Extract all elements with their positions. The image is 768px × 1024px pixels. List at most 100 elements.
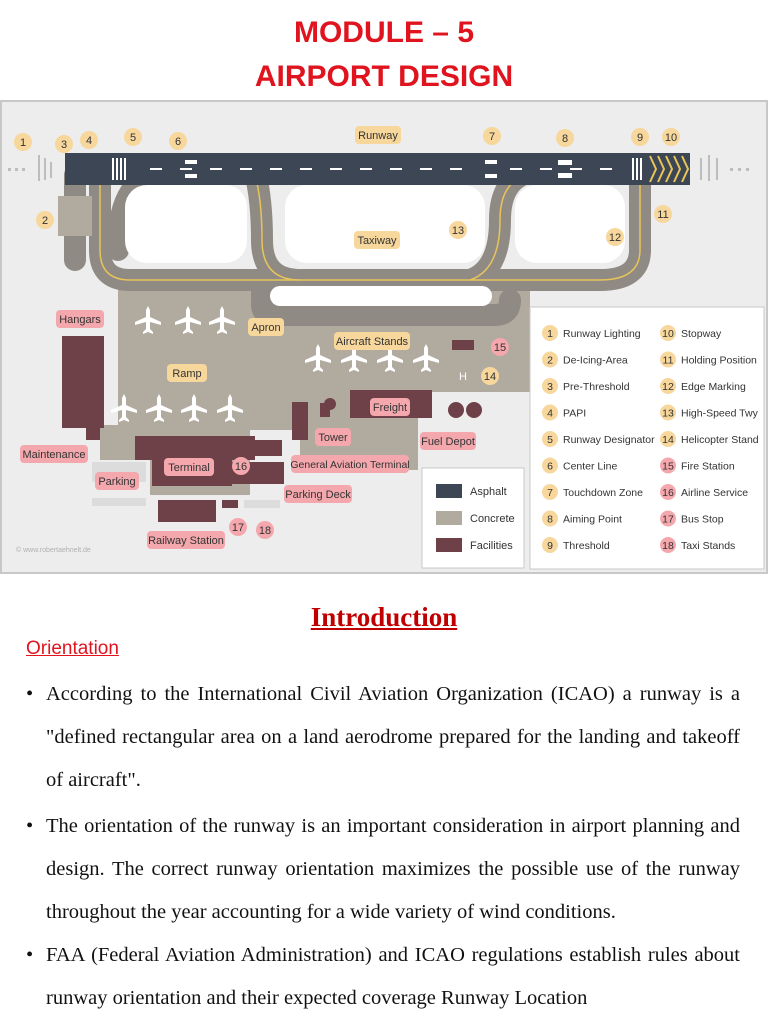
railway-station-label: Railway Station [148,535,224,547]
terminal-label: Terminal [168,462,210,474]
runway-label: Runway [358,130,398,142]
svg-text:9: 9 [637,132,643,144]
bullet-dot: • [26,944,34,966]
svg-text:8: 8 [562,133,568,145]
maintenance-label: Maintenance [23,449,86,461]
legend-number-badge [542,378,558,394]
bullet-item: • FAA (Federal Aviation Administration) … [26,934,740,1020]
svg-text:6: 6 [175,136,181,148]
facilities-label: Facilities [470,540,513,552]
parking-label: Parking [98,476,135,488]
callout-2 [36,211,54,229]
bullet-item: • The orientation of the runway is an im… [26,805,740,934]
svg-text:17: 17 [232,522,244,534]
legend-number: 10 [662,328,674,340]
module-title: MODULE – 5 [293,16,475,49]
callout-18 [256,521,274,539]
legend-number-badge [660,484,676,500]
callout-10 [662,128,680,146]
legend-number-badge [542,325,558,341]
legend-number-badge [542,484,558,500]
parking-deck-label: Parking Deck [285,489,351,501]
legend-label: Pre-Threshold [563,381,630,393]
legend-number-badge [542,537,558,553]
legend-label: Bus Stop [681,514,724,526]
legend-label: Aiming Point [563,514,622,526]
tower-top [324,398,336,410]
concrete-swatch [436,511,462,525]
legend-number-badge [660,431,676,447]
grass-island-2 [285,185,485,263]
bullet-dot: • [26,815,34,837]
materials-legend: Asphalt Concrete Facilities [421,467,525,569]
svg-text:5: 5 [130,132,136,144]
callout-13 [449,221,467,239]
runway-lighting [8,155,749,181]
legend-number-badge [660,404,676,421]
legend-number: 2 [547,355,553,367]
svg-text:1: 1 [20,137,26,149]
callout-4 [80,131,98,149]
hangars-label: Hangars [59,314,101,326]
callout-14 [481,367,499,385]
legend-number: 17 [662,514,674,526]
legend-item: 17 Bus Stop [660,510,724,527]
callout-3 [55,135,73,153]
tower-label: Tower [318,432,348,444]
legend-number-badge [660,537,676,553]
callout-7 [483,127,501,145]
legend-label: Stopway [681,328,722,340]
legend-label: Center Line [563,461,617,473]
section-heading: Introduction [310,602,458,632]
bus-stop-building [222,500,238,508]
callout-8 [556,129,574,147]
helipad [453,366,473,386]
legend-number: 13 [662,408,674,420]
section-subheading: Orientation [26,638,119,659]
grass-island-1 [125,185,247,263]
apron-label: Apron [251,322,280,334]
legend-number-badge [660,378,676,394]
legend-number: 12 [662,381,674,393]
callout-15 [491,338,509,356]
legend-number-badge [542,510,558,527]
stopway-chevrons [649,155,690,183]
concrete-label: Concrete [470,513,515,525]
legend-label: Runway Designator [563,434,655,446]
svg-text:12: 12 [609,232,621,244]
legend-number-badge [542,457,558,474]
freight-label: Freight [373,402,407,414]
svg-text:7: 7 [489,131,495,143]
callout-11 [654,205,672,223]
callout-16 [232,457,250,475]
svg-text:3: 3 [61,139,67,151]
maintenance-building [86,402,100,440]
fuel-depot-label: Fuel Depot [421,436,475,448]
legend-number: 7 [547,487,553,499]
page-title: AIRPORT DESIGN [254,60,514,93]
callout-5 [124,128,142,146]
bullet-text: The orientation of the runway is an impo… [46,815,740,923]
svg-text:4: 4 [86,135,92,147]
asphalt-label: Asphalt [470,486,507,498]
legend-number: 11 [663,355,674,367]
legend-label: Threshold [563,540,610,552]
parking-lot-2 [92,498,146,506]
tower-building [320,403,330,417]
legend-number-badge [660,325,676,341]
svg-text:10: 10 [665,132,677,144]
fuel-tank-2 [466,402,482,418]
helipad-label: H [459,371,467,383]
legend-label: Taxi Stands [681,540,735,552]
de-icing-area [58,196,92,236]
callout-12 [606,228,624,246]
